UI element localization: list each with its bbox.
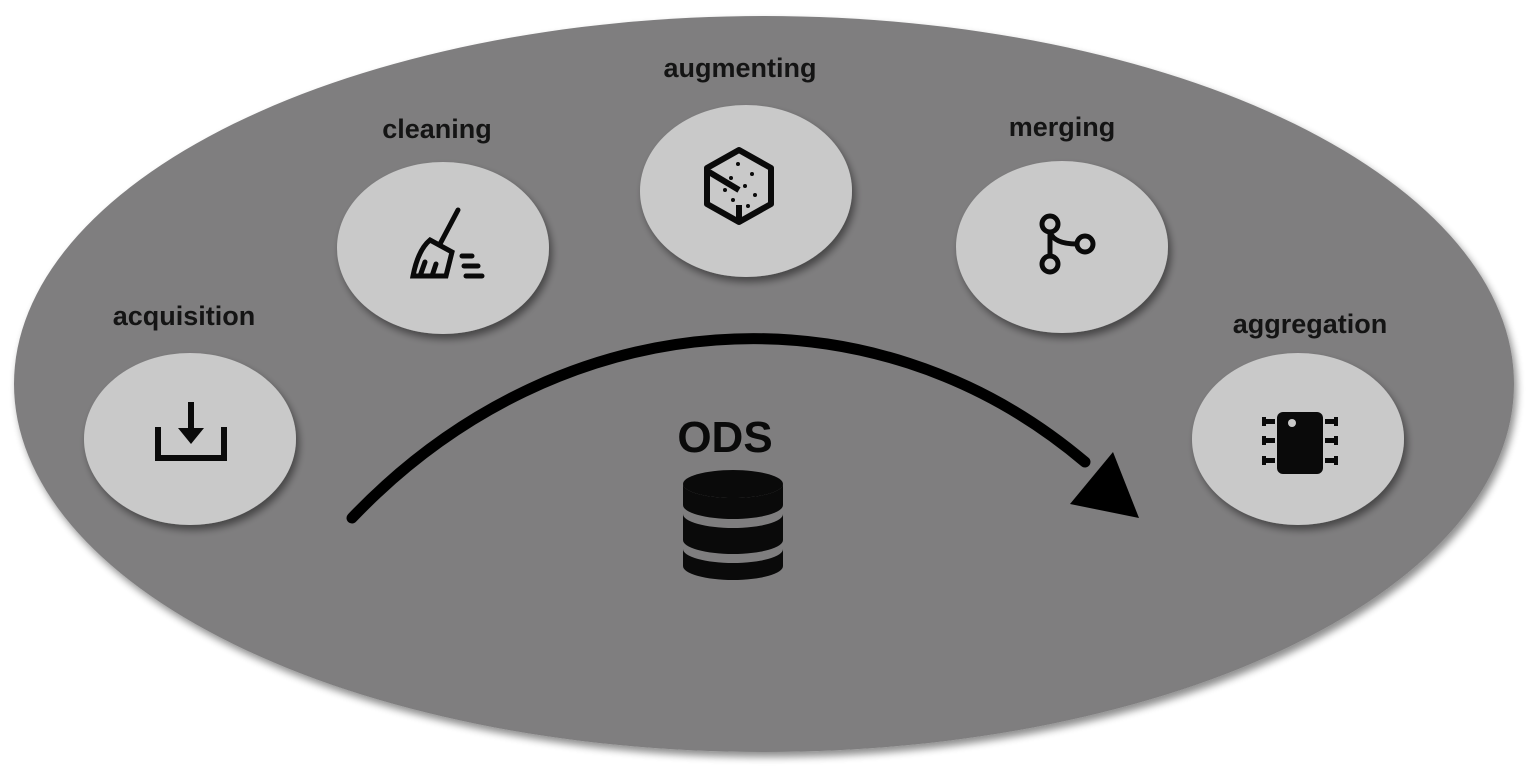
- ods-label: ODS: [677, 413, 772, 462]
- chip-icon: [1262, 412, 1338, 474]
- flow-arrow: [346, 333, 1139, 524]
- step-label-merging: merging: [1009, 112, 1116, 142]
- step-label-cleaning: cleaning: [382, 114, 492, 144]
- step-circle-augmenting: [640, 105, 852, 277]
- step-merging: merging: [956, 112, 1168, 333]
- database-icon: [683, 470, 783, 580]
- step-label-augmenting: augmenting: [664, 53, 817, 83]
- step-augmenting: augmenting: [640, 53, 852, 277]
- download-tray-icon: [155, 402, 227, 461]
- step-aggregation: aggregation: [1192, 309, 1404, 525]
- git-merge-icon: [1039, 213, 1096, 275]
- broom-icon: [409, 207, 485, 279]
- hexagon-cube-icon: [704, 147, 774, 225]
- step-label-acquisition: acquisition: [113, 301, 256, 331]
- ods-center: ODS: [677, 413, 783, 580]
- step-cleaning: cleaning: [337, 114, 549, 334]
- step-circle-merging: [956, 161, 1168, 333]
- step-label-aggregation: aggregation: [1233, 309, 1388, 339]
- step-acquisition: acquisition: [84, 301, 296, 525]
